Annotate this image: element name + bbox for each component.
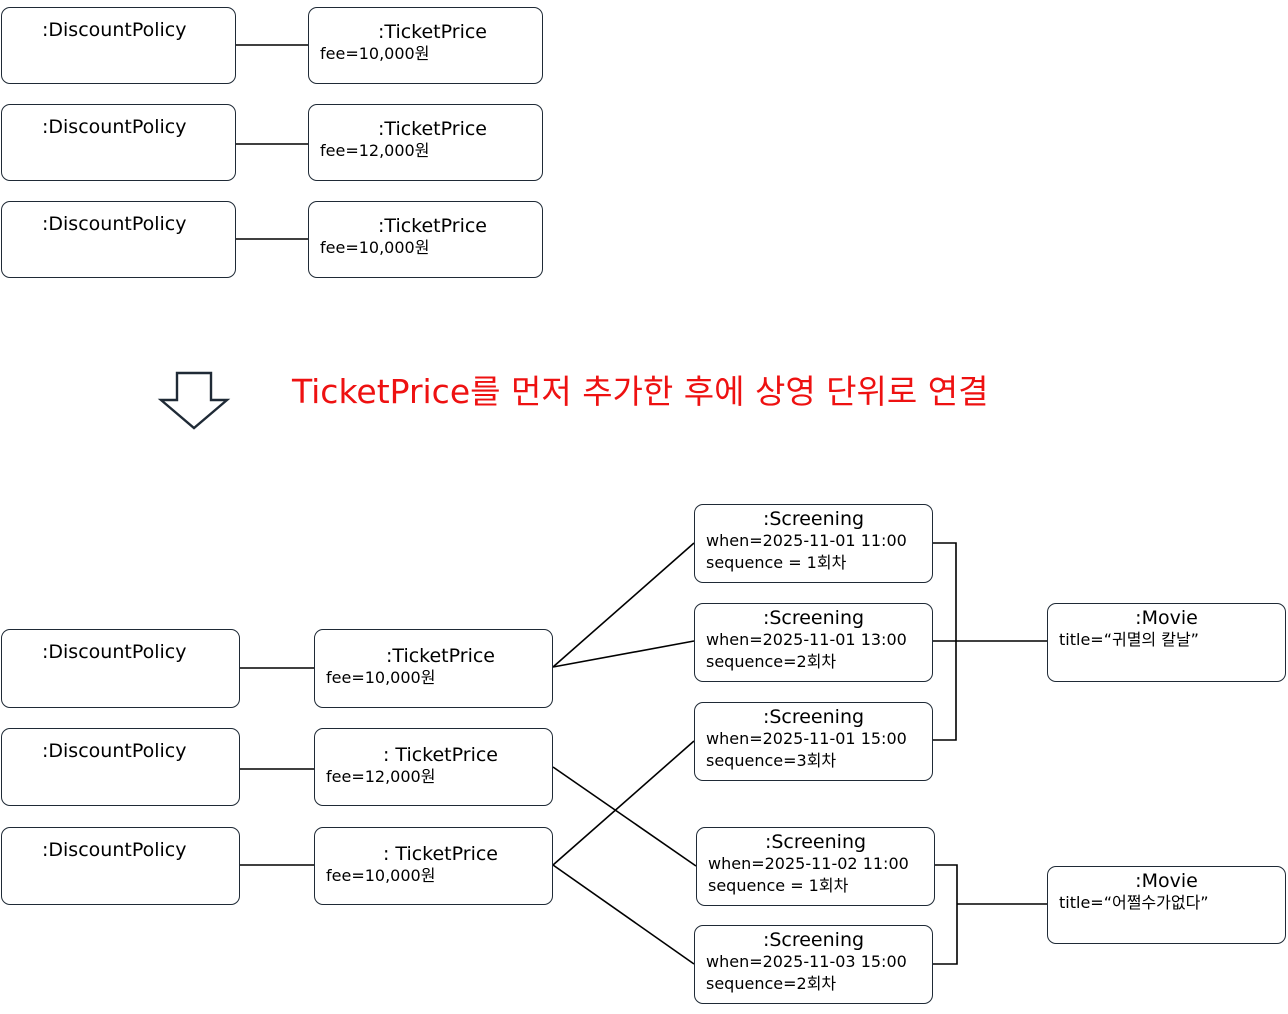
discount-policy-title: :DiscountPolicy [42, 641, 187, 663]
ticket-price-fee: fee=12,000원 [326, 767, 436, 786]
screening-sequence: sequence = 1회차 [708, 876, 849, 895]
discount-policy-title: :DiscountPolicy [42, 213, 187, 235]
connector-line [552, 864, 695, 965]
down-arrow-icon [157, 371, 231, 430]
movie-box: :Movie title=“귀멸의 칼날” [1047, 603, 1286, 682]
discount-policy-title: :DiscountPolicy [42, 839, 187, 861]
screening-when: when=2025-11-01 15:00 [706, 729, 907, 748]
screening-when: when=2025-11-01 11:00 [706, 531, 907, 550]
ticket-price-box: :TicketPrice fee=12,000원 [308, 104, 543, 181]
ticket-price-title: :TicketPrice [378, 215, 487, 237]
ticket-price-box: :TicketPrice fee=10,000원 [308, 201, 543, 278]
discount-policy-box: :DiscountPolicy [1, 104, 236, 181]
movie-title: :Movie [1135, 870, 1198, 892]
screening-box: :Screening when=2025-11-01 13:00 sequenc… [694, 603, 933, 682]
ticket-price-fee: fee=10,000원 [326, 866, 436, 885]
discount-policy-box: :DiscountPolicy [1, 827, 240, 905]
screening-title: :Screening [762, 929, 865, 951]
screening-title: :Screening [764, 831, 867, 853]
screening-when: when=2025-11-01 13:00 [706, 630, 907, 649]
ticket-price-box: :TicketPrice fee=10,000원 [308, 7, 543, 84]
discount-policy-title: :DiscountPolicy [42, 19, 187, 41]
discount-policy-box: :DiscountPolicy [1, 629, 240, 708]
screening-sequence: sequence = 1회차 [706, 553, 847, 572]
screening-box: :Screening when=2025-11-01 15:00 sequenc… [694, 702, 933, 781]
ticket-price-box: : TicketPrice fee=12,000원 [314, 728, 553, 806]
screening-box: :Screening when=2025-11-02 11:00 sequenc… [696, 827, 935, 906]
screening-sequence: sequence=2회차 [706, 652, 837, 671]
ticket-price-box: : TicketPrice fee=10,000원 [314, 827, 553, 905]
movie-attr: title=“귀멸의 칼날” [1059, 630, 1199, 649]
ticket-price-fee: fee=10,000원 [326, 668, 436, 687]
discount-policy-box: :DiscountPolicy [1, 728, 240, 806]
ticket-price-box: :TicketPrice fee=10,000원 [314, 629, 553, 708]
discount-policy-box: :DiscountPolicy [1, 7, 236, 84]
ticket-price-fee: fee=12,000원 [320, 141, 430, 160]
connector-line [932, 864, 958, 965]
screening-when: when=2025-11-02 11:00 [708, 854, 909, 873]
discount-policy-title: :DiscountPolicy [42, 740, 187, 762]
screening-when: when=2025-11-03 15:00 [706, 952, 907, 971]
movie-attr: title=“어쩔수가없다” [1059, 893, 1209, 912]
ticket-price-title: :TicketPrice [386, 645, 495, 667]
ticket-price-fee: fee=10,000원 [320, 44, 430, 63]
connector-line [552, 542, 695, 668]
discount-policy-box: :DiscountPolicy [1, 201, 236, 278]
movie-title: :Movie [1135, 607, 1198, 629]
screening-box: :Screening when=2025-11-03 15:00 sequenc… [694, 925, 933, 1004]
discount-policy-title: :DiscountPolicy [42, 116, 187, 138]
ticket-price-title: :TicketPrice [378, 118, 487, 140]
screening-title: :Screening [762, 508, 865, 530]
ticket-price-title: : TicketPrice [382, 843, 498, 865]
screening-sequence: sequence=3회차 [706, 751, 837, 770]
screening-title: :Screening [762, 706, 865, 728]
ticket-price-title: :TicketPrice [378, 21, 487, 43]
caption: TicketPrice를 먼저 추가한 후에 상영 단위로 연결 [292, 372, 989, 411]
movie-box: :Movie title=“어쩔수가없다” [1047, 866, 1286, 944]
ticket-price-title: : TicketPrice [382, 744, 498, 766]
ticket-price-fee: fee=10,000원 [320, 238, 430, 257]
screening-box: :Screening when=2025-11-01 11:00 sequenc… [694, 504, 933, 583]
connector-line [552, 766, 697, 867]
screening-title: :Screening [762, 607, 865, 629]
screening-sequence: sequence=2회차 [706, 974, 837, 993]
connector-line [552, 740, 695, 866]
connector-line [552, 640, 695, 668]
